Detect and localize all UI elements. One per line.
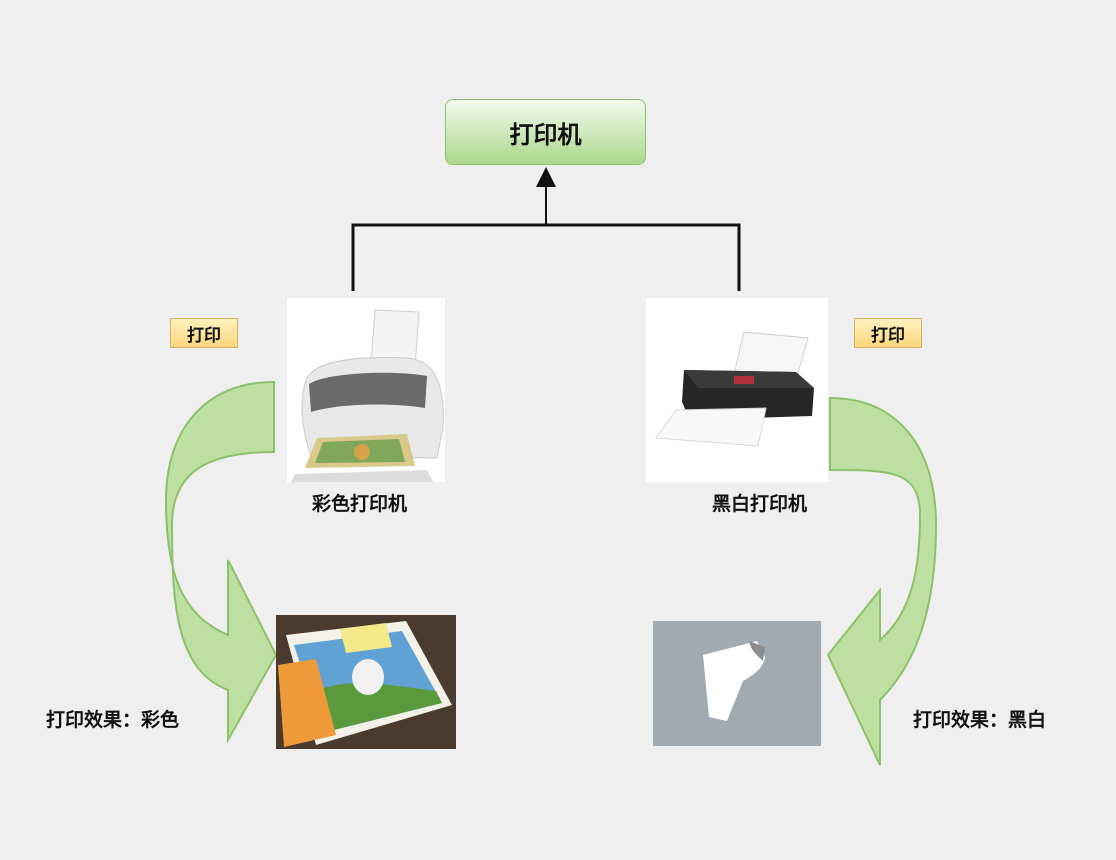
tag-print-left-label: 打印 [187,325,221,346]
connector-left-branch [351,223,546,291]
curved-arrow-left [164,380,278,744]
color-effect-caption: 打印效果：彩色 [46,709,180,731]
bw-printer-caption: 黑白打印机 [712,493,808,515]
tag-print-right-label: 打印 [871,325,905,346]
tag-print-left: 打印 [170,318,238,348]
color-printer-caption: 彩色打印机 [312,493,408,515]
color-printer-icon [291,309,444,482]
color-printer-photo [287,298,445,482]
tag-print-right: 打印 [854,318,922,348]
bw-printer-photo [646,298,828,482]
bw-paper-photo [653,621,821,746]
bw-paper-image [653,621,821,746]
bw-printer-icon [655,331,814,447]
bw-effect-caption: 打印效果：黑白 [913,709,1047,731]
curved-arrow-right [826,396,938,766]
connector-right-branch [546,223,741,291]
color-prints-photo [276,615,456,749]
color-prints-image [276,615,456,749]
root-node-printer: 打印机 [445,99,646,165]
root-node-label: 打印机 [509,120,582,149]
